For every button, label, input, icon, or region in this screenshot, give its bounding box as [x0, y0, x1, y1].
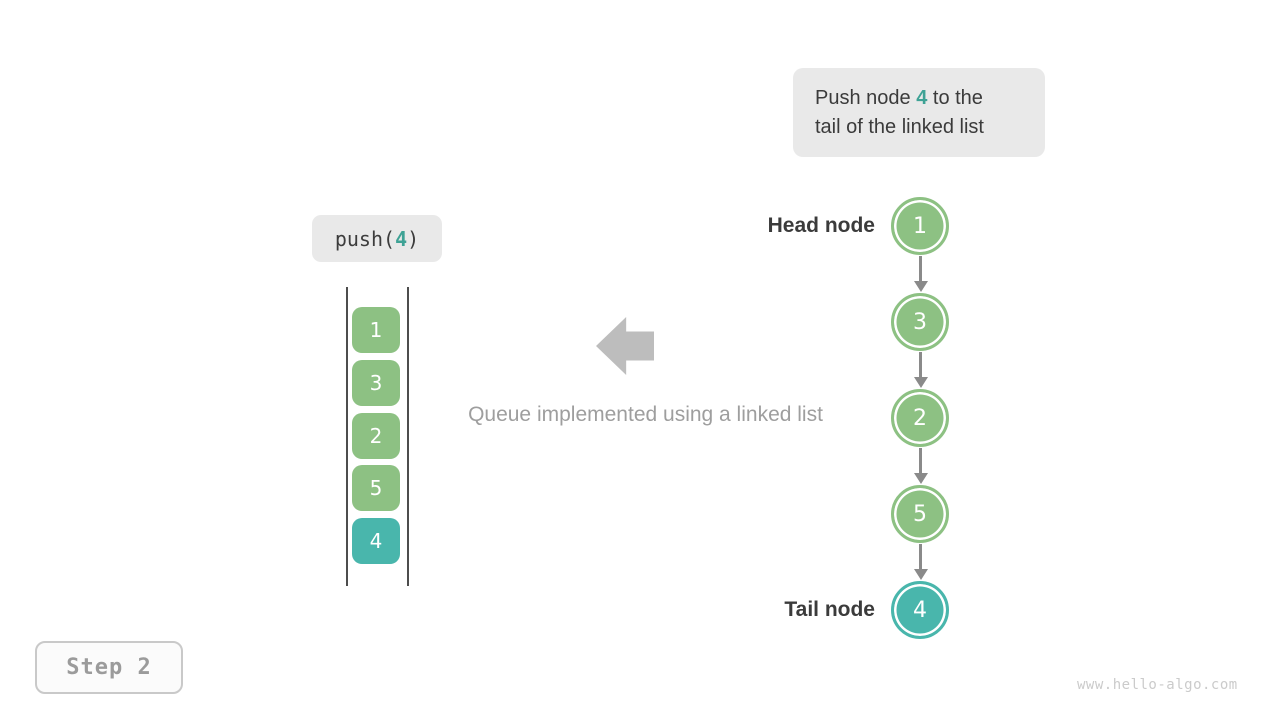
callout-line2: tail of the linked list — [815, 115, 984, 138]
arrow-shaft — [919, 352, 922, 377]
callout-box: Push node 4 to the tail of the linked li… — [793, 68, 1045, 157]
queue-cell: 2 — [352, 413, 400, 459]
arrow-head — [913, 569, 928, 580]
left-block-arrow-icon — [596, 317, 654, 375]
step-badge: Step 2 — [35, 641, 183, 694]
down-arrow-icon — [913, 448, 928, 484]
list-node: 1 — [891, 197, 949, 255]
arrow-shaft — [919, 256, 922, 281]
tail-node-label: Tail node — [784, 598, 875, 621]
list-node: 2 — [891, 389, 949, 447]
down-arrow-icon — [913, 256, 928, 292]
push-close-paren: ) — [407, 226, 420, 251]
callout-value: 4 — [916, 86, 928, 109]
callout-text-post: to the — [932, 86, 983, 109]
queue-cell: 5 — [352, 465, 400, 511]
queue-cell: 1 — [352, 307, 400, 353]
list-node: 4 — [891, 581, 949, 639]
push-fn-text: push( — [334, 226, 396, 251]
queue-cell: 3 — [352, 360, 400, 406]
list-node: 5 — [891, 485, 949, 543]
list-node: 3 — [891, 293, 949, 351]
arrow-head — [913, 377, 928, 388]
push-call-box: push(4) — [312, 215, 442, 262]
queue-cell: 4 — [352, 518, 400, 564]
arrow-shaft — [919, 544, 922, 569]
arrow-head — [913, 473, 928, 484]
callout-text-pre: Push node — [815, 86, 911, 109]
head-node-label: Head node — [767, 214, 875, 237]
callout-line1: Push node 4 to the — [815, 84, 1045, 113]
diagram-caption: Queue implemented using a linked list — [468, 403, 823, 426]
push-arg-value: 4 — [395, 226, 408, 251]
watermark-text: www.hello-algo.com — [1077, 677, 1238, 693]
arrow-head — [913, 281, 928, 292]
down-arrow-icon — [913, 544, 928, 580]
queue-frame: 1 3 2 5 4 — [346, 287, 409, 586]
down-arrow-icon — [913, 352, 928, 388]
arrow-shaft — [919, 448, 922, 473]
